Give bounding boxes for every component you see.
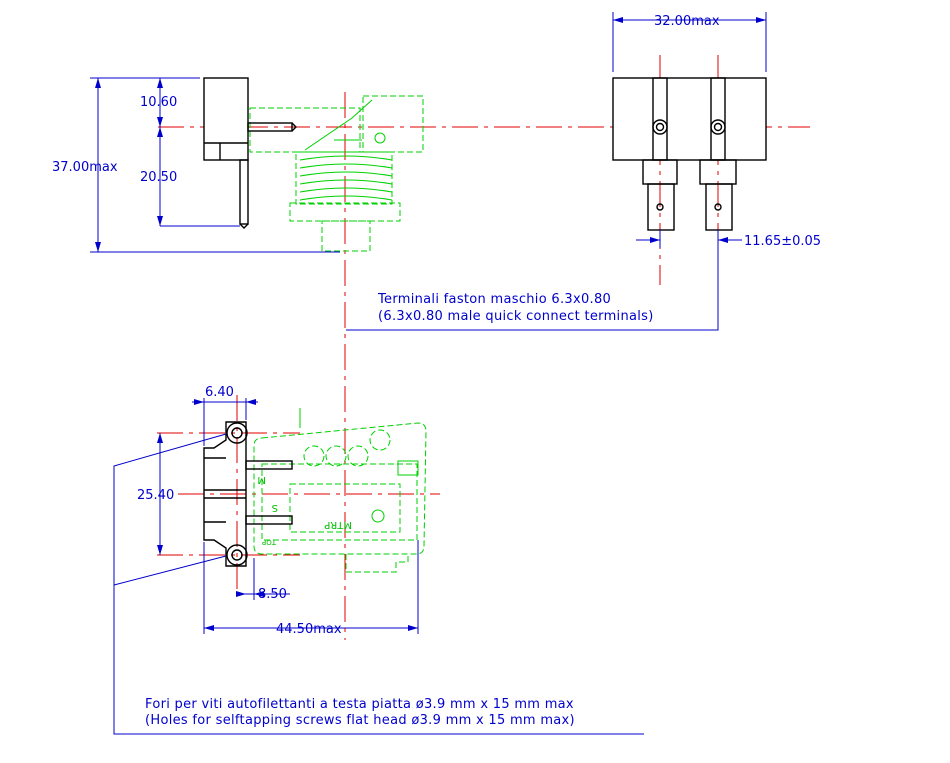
- mark-m: M: [257, 474, 266, 485]
- terminals-note-en: (6.3x0.80 male quick connect terminals): [378, 309, 654, 324]
- mark-s: S: [272, 502, 278, 513]
- holes-note-it: Fori per viti autofilettanti a testa pia…: [145, 697, 574, 712]
- dimension-lines: [90, 12, 767, 735]
- bottom-view: MTRP M S TOP: [203, 408, 427, 573]
- dim-8-50: 8.50: [258, 587, 287, 602]
- dimension-texts: 32.00max 37.00max 10.60 20.50 11.65±0.05…: [52, 14, 821, 637]
- holes-note-en: (Holes for selftapping screws flat head …: [145, 713, 575, 728]
- dim-6-40: 6.40: [205, 385, 234, 400]
- mark-top: TOP: [262, 538, 277, 546]
- terminals-note-it: Terminali faston maschio 6.3x0.80: [377, 292, 611, 307]
- dim-20-50: 20.50: [140, 170, 177, 185]
- side-view: [203, 77, 424, 252]
- dim-length-max: 44.50max: [276, 622, 342, 637]
- dim-10-60: 10.60: [140, 95, 177, 110]
- front-view: [612, 77, 767, 231]
- brand-marking: MTRP: [324, 519, 352, 530]
- dim-hole-pitch: 25.40: [137, 488, 174, 503]
- dim-width-max: 32.00max: [654, 14, 720, 29]
- dim-terminal-pitch: 11.65±0.05: [744, 234, 821, 249]
- dim-height-max: 37.00max: [52, 160, 118, 175]
- notes: Terminali faston maschio 6.3x0.80 (6.3x0…: [145, 292, 654, 728]
